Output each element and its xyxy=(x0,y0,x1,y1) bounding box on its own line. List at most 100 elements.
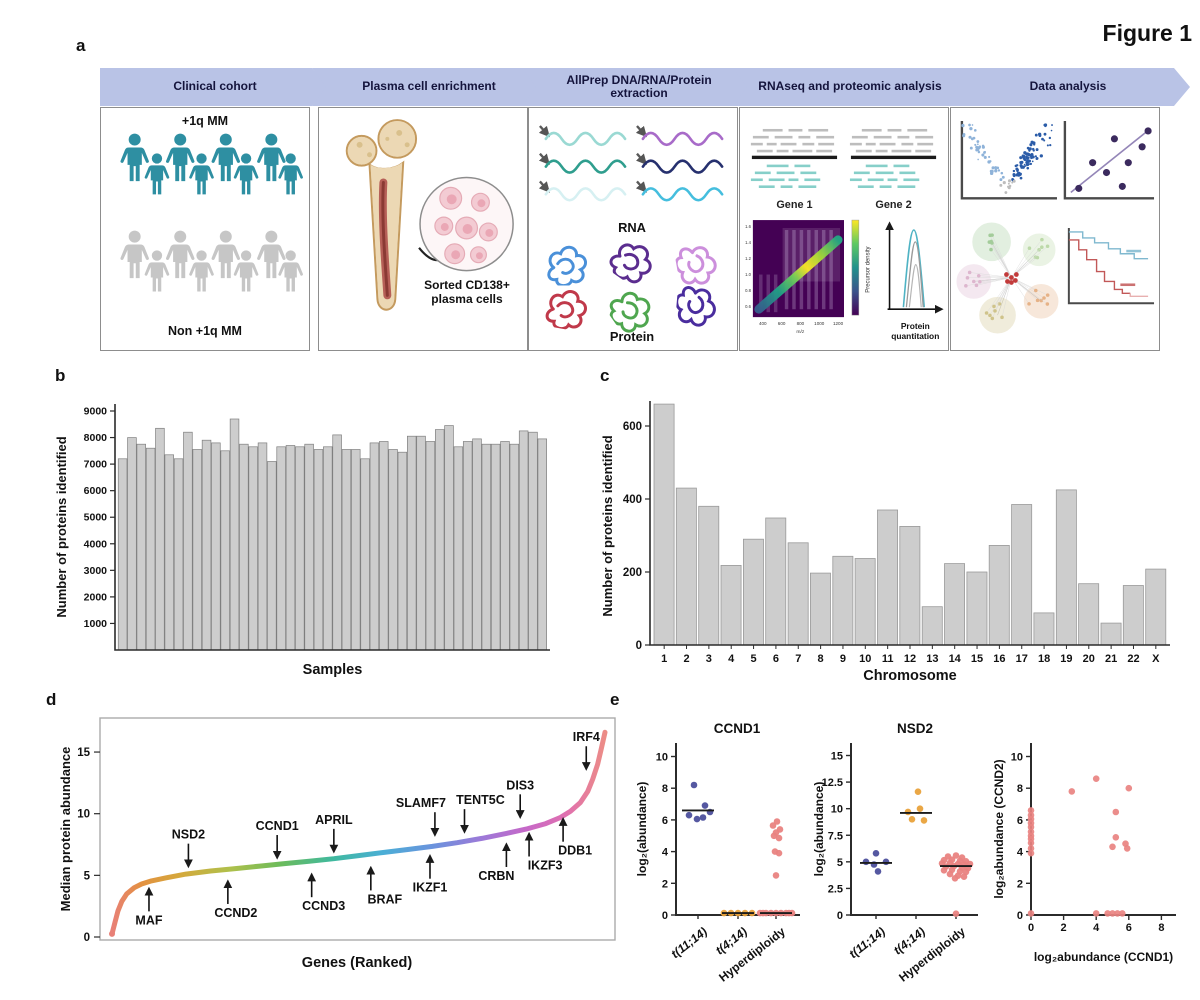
femur-bone xyxy=(345,119,418,311)
chromosome-bar xyxy=(966,571,988,646)
volcano-dot xyxy=(1043,132,1047,136)
volcano-dot xyxy=(996,166,1000,170)
y-tick-label: 0 xyxy=(636,640,642,652)
volcano-dot xyxy=(1050,129,1053,132)
y-tick-label: 5 xyxy=(837,857,843,869)
heatmap-y-tick: 0.8 xyxy=(745,288,751,293)
volcano-dot xyxy=(1043,139,1046,142)
gene-body-bar xyxy=(850,155,937,160)
x-tick-label: 4 xyxy=(1093,922,1100,934)
y-tick-label: 4 xyxy=(662,847,669,859)
y-tick-label: 2000 xyxy=(84,591,108,603)
network-node xyxy=(1035,255,1040,260)
decor-shape xyxy=(1063,121,1155,200)
shape xyxy=(762,128,783,132)
shape xyxy=(907,128,928,132)
volcano-dot xyxy=(1029,162,1033,166)
plasma-cells xyxy=(434,186,498,265)
network-node xyxy=(1045,244,1050,249)
decor-shape xyxy=(451,250,461,260)
y-tick-label: 5000 xyxy=(84,512,108,524)
shape xyxy=(752,135,769,139)
axes xyxy=(1030,743,1176,916)
workflow-step-allprep-extraction: AllPrep DNA/RNA/Protein extraction xyxy=(522,68,754,106)
data-point xyxy=(1125,784,1133,792)
decor-shape xyxy=(902,229,926,308)
shape xyxy=(808,128,829,132)
network-node xyxy=(988,313,992,318)
analysis-box xyxy=(950,107,1160,351)
volcano-dot xyxy=(961,123,965,128)
volcano-dot xyxy=(1019,156,1023,160)
panel-b-chart: 100020003000400050006000700080009000Samp… xyxy=(54,404,550,678)
x-tick-label: 10 xyxy=(859,653,871,665)
x-tick-label: 11 xyxy=(882,653,894,665)
x-tick-label: 19 xyxy=(1060,653,1072,665)
y-tick-label: 7.5 xyxy=(828,830,843,842)
primer-arrow-icon xyxy=(635,152,648,166)
network-node xyxy=(993,309,997,313)
volcano-dot xyxy=(994,168,997,171)
shape xyxy=(780,185,793,188)
shape xyxy=(758,185,775,188)
network-node xyxy=(1045,293,1050,297)
y-tick-label: 2.5 xyxy=(828,883,843,895)
chromosome-bar xyxy=(877,509,899,646)
sample-bar xyxy=(117,458,128,651)
decor-shape xyxy=(674,285,718,328)
volcano-dot xyxy=(1012,169,1016,173)
volcano-dot xyxy=(974,143,977,146)
shape xyxy=(768,178,785,182)
protein-squiggles xyxy=(543,235,720,340)
shape xyxy=(965,277,1012,287)
chromosome-bar xyxy=(1078,583,1100,646)
gene-annotation-label: IKZF1 xyxy=(413,881,448,895)
volcano-dot xyxy=(1034,155,1037,158)
panel-e-charts: 0246810CCND1log₂(abundance)t(11;14)t(4;1… xyxy=(635,721,1176,985)
network-node xyxy=(1040,237,1044,242)
chromosome-bar xyxy=(698,505,720,646)
axes xyxy=(850,743,978,916)
sample-bar xyxy=(304,443,314,651)
sample-bar xyxy=(267,461,277,651)
data-point xyxy=(1092,910,1100,917)
volcano-dot xyxy=(997,169,1001,172)
data-point xyxy=(960,873,968,880)
decor-shape xyxy=(477,199,486,208)
shape xyxy=(754,171,771,175)
y-tick-label: 10 xyxy=(656,752,668,764)
shape xyxy=(544,131,627,147)
sample-bar xyxy=(369,442,380,651)
shape xyxy=(865,142,876,146)
plot-title: NSD2 xyxy=(897,721,933,736)
y-tick-label: 0 xyxy=(837,910,843,922)
volcano-dot xyxy=(1026,156,1030,160)
decor-shape xyxy=(381,180,389,297)
network-node xyxy=(1040,245,1044,249)
chromosome-bar xyxy=(988,544,1010,646)
decor-shape xyxy=(1110,135,1118,143)
gene-annotation-label: CCND3 xyxy=(302,899,345,913)
y-tick-label: 400 xyxy=(623,494,642,506)
volcano-dot xyxy=(1027,152,1031,156)
rna-strand xyxy=(538,152,627,174)
chromosome-bar xyxy=(1122,585,1144,646)
data-point xyxy=(772,872,780,879)
data-point xyxy=(872,850,880,857)
workflow-step-rnaseq-proteomic: RNAseq and proteomic analysis xyxy=(733,68,965,106)
volcano-dot xyxy=(969,127,973,131)
volcano-dot xyxy=(983,155,987,159)
x-tick-label: 13 xyxy=(926,653,938,665)
data-point xyxy=(770,832,778,840)
gene-annotation-label: BRAF xyxy=(367,892,402,906)
x-tick-label: 3 xyxy=(706,653,712,665)
curve-start-dot xyxy=(109,930,115,937)
chromosome-bar xyxy=(1033,612,1055,646)
decor-shape xyxy=(165,133,195,182)
volcano-dot xyxy=(981,144,985,148)
decor-shape xyxy=(1070,128,1151,193)
data-point xyxy=(1109,843,1116,851)
volcano-dot xyxy=(981,153,985,157)
